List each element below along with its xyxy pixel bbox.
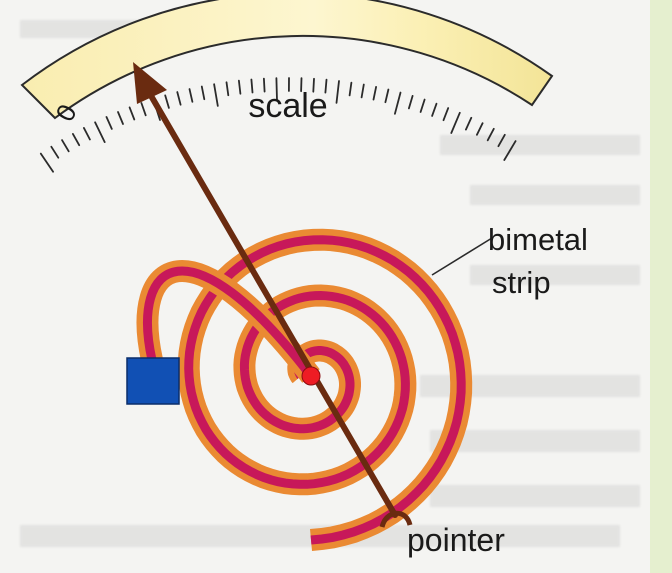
- scale-tick: [431, 102, 438, 117]
- scale-label: scale: [248, 87, 327, 125]
- scale-band: [20, 0, 554, 120]
- bimetal-label-line1: bimetal: [488, 222, 588, 257]
- scale-tick: [324, 78, 328, 94]
- scale-tick: [360, 83, 365, 99]
- scale-tick: [237, 79, 242, 95]
- scale-tick: [464, 116, 473, 131]
- scale-tick: [486, 127, 495, 142]
- scale-tick: [164, 94, 170, 109]
- bimetal-strip-tail-inner: [143, 266, 315, 379]
- scale-tick: [442, 107, 450, 122]
- scale-tick: [407, 95, 414, 110]
- bimetal-leader-line: [431, 237, 493, 276]
- scale-tick: [188, 88, 194, 103]
- pivot-dot: [301, 366, 321, 386]
- scale-tick: [384, 88, 390, 104]
- scale-tick: [50, 145, 60, 159]
- scale-tick: [140, 102, 147, 117]
- scale-tick: [176, 91, 182, 106]
- scale-tick: [348, 81, 353, 97]
- scale-tick: [117, 111, 124, 125]
- scale-tick: [335, 80, 340, 104]
- scale-tick: [105, 116, 113, 130]
- scale-tick: [213, 83, 219, 107]
- scale-tick: [503, 140, 517, 161]
- scale-tick: [200, 85, 206, 101]
- anchor-block: [126, 357, 180, 405]
- scale-tick: [393, 91, 402, 115]
- scale-tick: [497, 133, 506, 148]
- scale-tick: [94, 121, 106, 144]
- scale-tick: [312, 77, 315, 93]
- scale-tick: [61, 139, 70, 153]
- scale-ticks: [39, 77, 517, 173]
- scale-tick: [475, 122, 484, 136]
- pointer-tail-hook: [379, 510, 413, 528]
- bimetal-strip: [136, 228, 473, 551]
- pointer-shaft: [140, 79, 398, 518]
- scale-tick: [419, 98, 426, 113]
- scale-tick: [72, 132, 81, 147]
- scale-tick: [250, 78, 254, 94]
- scale-tick: [450, 111, 461, 134]
- scale-tick: [39, 152, 54, 173]
- pointer-arrowhead: [133, 62, 167, 104]
- bimetal-label-line2: strip: [492, 265, 551, 300]
- scale-tick: [128, 106, 136, 121]
- bimetal-strip-inner-layer: [184, 235, 466, 545]
- scale-tick: [275, 77, 278, 101]
- right-side-panel: [650, 0, 672, 573]
- scale-tick: [372, 86, 378, 101]
- scale-tick: [83, 127, 91, 141]
- scale-tick: [262, 77, 266, 93]
- pointer-label: pointer: [407, 522, 505, 558]
- scale-tick: [225, 81, 230, 97]
